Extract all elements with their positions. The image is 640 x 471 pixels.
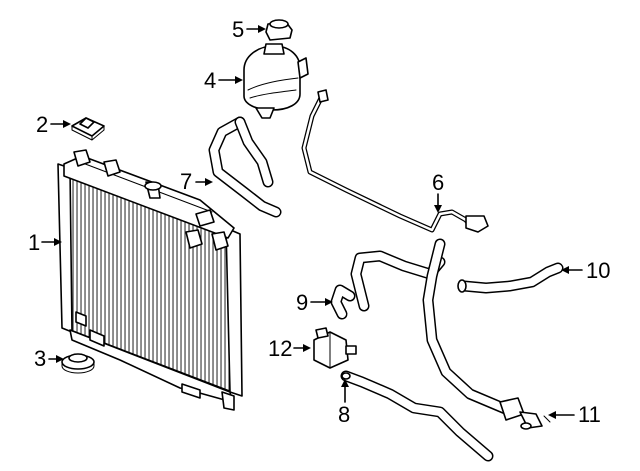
callout-3: 3 (34, 346, 64, 371)
lower-hose (340, 370, 494, 462)
callout-label-6: 6 (432, 170, 444, 195)
reservoir-hose (208, 116, 282, 218)
callout-label-7: 7 (180, 169, 192, 194)
upper-insulator (71, 117, 105, 141)
callout-9: 9 (296, 290, 333, 315)
callout-12: 12 (268, 336, 311, 361)
callout-label-10: 10 (586, 258, 610, 283)
callout-label-1: 1 (28, 230, 40, 255)
callout-1: 1 (28, 230, 62, 255)
callout-10: 10 (561, 258, 610, 283)
callout-label-4: 4 (204, 68, 216, 93)
callout-4: 4 (204, 68, 243, 93)
callout-7: 7 (180, 169, 213, 194)
sensor-wire (301, 89, 489, 233)
lower-insulator (61, 353, 95, 374)
callout-label-2: 2 (36, 112, 48, 137)
coolant-reservoir (243, 43, 309, 119)
radiator (57, 149, 243, 411)
coolant-valve (499, 397, 551, 430)
callout-label-8: 8 (338, 402, 350, 427)
callout-label-9: 9 (296, 290, 308, 315)
callout-11: 11 (548, 402, 601, 427)
callout-label-11: 11 (578, 402, 601, 427)
callout-label-5: 5 (232, 17, 244, 42)
auxiliary-pump (313, 327, 357, 369)
callout-6: 6 (432, 170, 444, 213)
reservoir-cap (265, 19, 293, 41)
callout-label-3: 3 (34, 346, 46, 371)
callout-label-12: 12 (268, 336, 292, 361)
bypass-hose (330, 238, 514, 416)
callout-2: 2 (36, 112, 71, 137)
callout-5: 5 (232, 17, 266, 42)
callout-8: 8 (338, 379, 350, 427)
lower-radiator-hose (457, 262, 564, 294)
